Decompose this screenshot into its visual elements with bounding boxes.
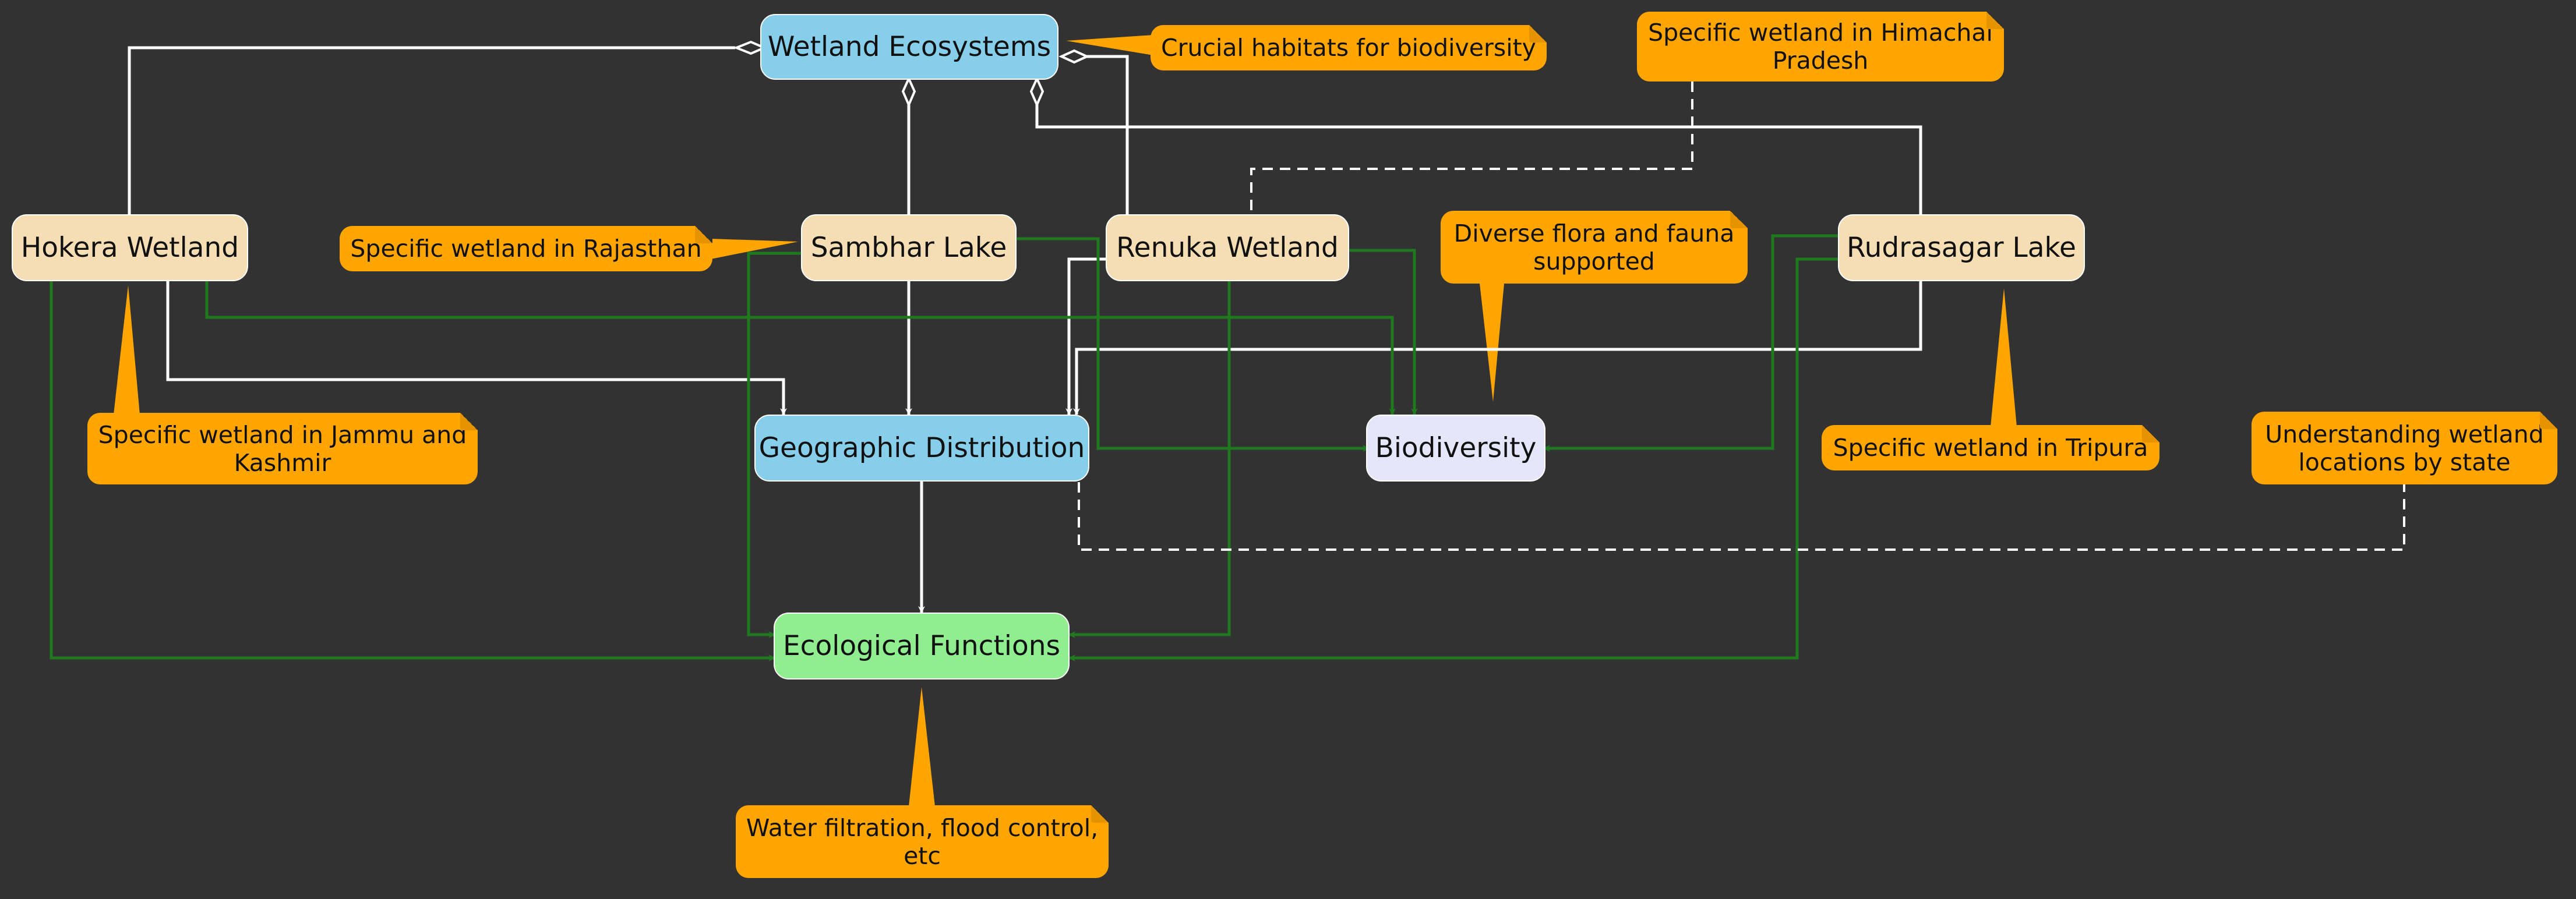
node-geographic-distribution[interactable]: Geographic Distribution <box>754 415 1089 482</box>
edge-rudrasagar-ecological <box>1068 257 1840 661</box>
node-wetland-ecosystems[interactable]: Wetland Ecosystems <box>760 14 1058 80</box>
green-arrows <box>50 234 1840 661</box>
node-ecological-functions[interactable]: Ecological Functions <box>774 613 1070 679</box>
edge-renuka-ecosystems <box>1078 55 1129 215</box>
link-locations-geographic <box>1078 482 2405 551</box>
note-fold <box>695 226 712 243</box>
note-tripura-text: Specific wetland in Tripura <box>1833 434 2148 462</box>
note-fold <box>1529 25 1547 43</box>
diamond-renuka <box>1058 49 1090 64</box>
note-locations-line1: Understanding wetland <box>2265 420 2544 448</box>
note-rajasthan: Specific wetland in Rajasthan <box>340 226 712 271</box>
edge-hokera-ecosystems <box>128 46 735 215</box>
edge-hokera-ecological <box>50 281 775 661</box>
note-jammu-line2: Kashmir <box>234 448 331 477</box>
note-flora-line2: supported <box>1533 247 1655 275</box>
dashed-note-links <box>1078 82 2405 551</box>
note-rajasthan-text: Specific wetland in Rajasthan <box>350 235 702 263</box>
note-fold <box>1091 805 1109 823</box>
note-himachal: Specific wetland in Himachal Pradesh <box>1637 12 2004 82</box>
callout-water <box>909 687 935 806</box>
note-tripura: Specific wetland in Tripura <box>1822 425 2159 470</box>
note-jammu-kashmir: Specific wetland in Jammu and Kashmir <box>87 413 478 484</box>
link-himachal-renuka <box>1250 82 1693 215</box>
node-wetland-ecosystems-label: Wetland Ecosystems <box>767 31 1051 63</box>
node-sambhar-lake[interactable]: Sambhar Lake <box>801 214 1017 281</box>
note-fold <box>460 413 478 430</box>
node-biodiversity[interactable]: Biodiversity <box>1366 415 1545 482</box>
note-fold <box>2142 425 2159 443</box>
edge-sambhar-ecological <box>747 252 804 638</box>
note-crucial-habitats: Crucial habitats for biodiversity <box>1151 25 1547 70</box>
node-sambhar-lake-label: Sambhar Lake <box>810 232 1007 264</box>
callout-rajasthan <box>711 239 798 259</box>
edge-rudrasagar-biodiversity <box>1543 234 1840 452</box>
node-hokera-wetland[interactable]: Hokera Wetland <box>12 214 248 281</box>
diamond-sambhar <box>901 76 916 108</box>
note-jammu-line1: Specific wetland in Jammu and <box>98 420 467 449</box>
white-arrows <box>166 257 1922 613</box>
node-geographic-distribution-label: Geographic Distribution <box>758 432 1085 464</box>
edge-renuka-geographic <box>1065 257 1107 415</box>
note-callouts <box>114 35 2017 806</box>
edge-hokera-geographic <box>166 281 787 415</box>
edge-renuka-ecological <box>1068 281 1231 638</box>
note-locations-line2: locations by state <box>2298 448 2511 476</box>
node-rudrasagar-lake-label: Rudrasagar Lake <box>1847 232 2076 264</box>
note-water-line2: etc <box>904 841 941 870</box>
callout-jammu <box>114 285 140 415</box>
aggregation-diamonds <box>733 40 1090 108</box>
diamond-rudrasagar <box>1029 76 1044 108</box>
note-fold <box>2540 412 2557 429</box>
node-rudrasagar-lake[interactable]: Rudrasagar Lake <box>1838 214 2085 281</box>
note-himachal-line2: Pradesh <box>1772 47 1869 75</box>
note-crucial-text: Crucial habitats for biodiversity <box>1161 34 1536 62</box>
note-flora-fauna: Diverse flora and fauna supported <box>1441 211 1748 284</box>
edge-renuka-biodiversity <box>1347 249 1418 415</box>
callout-crucial <box>1066 35 1153 55</box>
note-fold <box>1730 211 1748 228</box>
edge-rudrasagar-geographic <box>1073 281 1922 415</box>
note-fold <box>1986 12 2004 29</box>
note-water-line1: Water filtration, flood control, <box>746 813 1099 842</box>
note-flora-line1: Diverse flora and fauna <box>1453 219 1735 247</box>
note-wetland-locations: Understanding wetland locations by state <box>2252 412 2557 484</box>
node-biodiversity-label: Biodiversity <box>1375 432 1537 464</box>
note-himachal-line1: Specific wetland in Himachal <box>1648 19 1993 47</box>
edge-hokera-biodiversity <box>205 281 1396 415</box>
node-renuka-wetland[interactable]: Renuka Wetland <box>1106 214 1349 281</box>
node-hokera-wetland-label: Hokera Wetland <box>20 232 239 264</box>
note-water-filtration: Water filtration, flood control, etc <box>736 805 1109 878</box>
callout-flora <box>1480 284 1504 402</box>
node-renuka-wetland-label: Renuka Wetland <box>1116 232 1339 264</box>
edge-rudrasagar-ecosystems <box>1035 87 1922 215</box>
node-ecological-functions-label: Ecological Functions <box>782 630 1061 662</box>
edge-sambhar-biodiversity <box>1017 237 1370 452</box>
callout-tripura <box>1991 288 2017 427</box>
